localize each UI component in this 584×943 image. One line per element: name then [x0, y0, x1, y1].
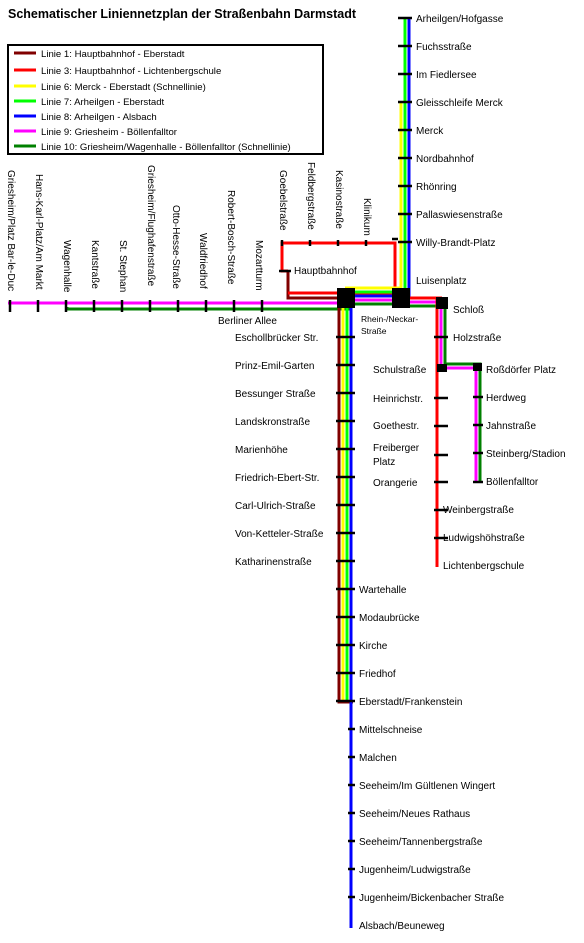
- station-label: Marienhöhe: [235, 445, 288, 456]
- station-label: Klinikum: [361, 198, 372, 236]
- interchange-schloss: [436, 297, 448, 309]
- station-label: Modaubrücke: [359, 613, 420, 624]
- station-label: Goethestr.: [373, 421, 419, 432]
- station-label: Im Fiedlersee: [416, 70, 477, 81]
- station-label: Lichtenbergschule: [443, 561, 525, 572]
- station-label: Bessunger Straße: [235, 389, 316, 400]
- station-label: Freiberger: [373, 443, 420, 454]
- station-label: Jugenheim/Bickenbacher Straße: [359, 893, 505, 904]
- station-label: Rhönring: [416, 182, 457, 193]
- station-label: Merck: [416, 126, 444, 137]
- station-label: Gleisschleife Merck: [416, 98, 504, 109]
- station-label-hauptbahnhof: Hauptbahnhof: [294, 266, 357, 277]
- station-label: Orangerie: [373, 478, 418, 489]
- station-label: Nordbahnhof: [416, 154, 474, 165]
- station-label: Prinz-Emil-Garten: [235, 361, 314, 372]
- station-label: Fuchsstraße: [416, 42, 472, 53]
- station-label: Mozartturm: [253, 240, 264, 291]
- station-label: Schulstraße: [373, 365, 427, 376]
- station-label: Seeheim/Tannenbergstraße: [359, 837, 483, 848]
- station-label: Eschollbrücker Str.: [235, 333, 318, 344]
- station-label: Goebelstraße: [277, 170, 288, 231]
- station-label: Weinbergstraße: [443, 505, 514, 516]
- station-label: St. Stephan: [117, 240, 128, 292]
- station-label: Alsbach/Beuneweg: [359, 921, 445, 932]
- station-label: Friedrich-Ebert-Str.: [235, 473, 319, 484]
- station-label: Pallaswiesenstraße: [416, 210, 503, 221]
- route-line-10-boellenfalltor: [443, 306, 482, 482]
- station-label: Herdweg: [486, 393, 526, 404]
- station-label-berliner-allee: Berliner Allee: [218, 316, 277, 327]
- station-label: Arheilgen/Hofgasse: [416, 14, 504, 25]
- station-label: Roßdörfer Platz: [486, 365, 556, 376]
- legend-label-line-10: Linie 10: Griesheim/Wagenhalle - Böllenf…: [41, 142, 291, 153]
- station-label: Griesheim/Platz Bar-le-Duc: [5, 170, 16, 291]
- legend-label-line-3: Linie 3: Hauptbahnhof - Lichtenbergschul…: [41, 66, 221, 77]
- interchange-blocks: [337, 288, 482, 372]
- station-label: Katharinenstraße: [235, 557, 312, 568]
- station-label: Böllenfalltor: [486, 477, 539, 488]
- station-label: Kantstraße: [89, 240, 100, 289]
- station-label: Jahnstraße: [486, 421, 536, 432]
- station-label: Ludwigshöhstraße: [443, 533, 525, 544]
- station-label: Eberstadt/Frankenstein: [359, 697, 462, 708]
- legend-label-line-1: Linie 1: Hauptbahnhof - Eberstadt: [41, 49, 185, 60]
- legend-frame: [7, 44, 324, 155]
- station-label: Robert-Bosch-Straße: [225, 190, 236, 285]
- station-label: Von-Ketteler-Straße: [235, 529, 324, 540]
- station-label: Carl-Ulrich-Straße: [235, 501, 316, 512]
- station-label: Otto-Hesse-Straße: [170, 205, 181, 289]
- legend-label-line-8: Linie 8: Arheilgen - Alsbach: [41, 112, 157, 123]
- station-label: Schloß: [453, 305, 484, 316]
- station-label: Seeheim/Im Gültlenen Wingert: [359, 781, 495, 792]
- station-label: Rhein-/Neckar-: [361, 314, 418, 324]
- interchange-rossdoerfer-platz: [473, 363, 482, 371]
- legend-label-line-7: Linie 7: Arheilgen - Eberstadt: [41, 97, 165, 108]
- station-label: Straße: [361, 326, 387, 336]
- legend-label-line-9: Linie 9: Griesheim - Böllenfalltor: [41, 127, 178, 138]
- station-label: Griesheim/Flughafenstraße: [145, 165, 156, 287]
- station-label: Heinrichstr.: [373, 394, 423, 405]
- station-label: Steinberg/Stadion: [486, 449, 566, 460]
- station-label: Wagenhalle: [61, 240, 72, 293]
- station-label: Feldbergstraße: [305, 162, 316, 230]
- map-title: Schematischer Liniennetzplan der Straßen…: [8, 7, 357, 21]
- station-label: Holzstraße: [453, 333, 502, 344]
- station-label: Kasinostraße: [333, 170, 344, 229]
- interchange-luisenplatz: [392, 288, 410, 308]
- station-label: Seeheim/Neues Rathaus: [359, 809, 470, 820]
- station-label: Hans-Karl-Platz/Am Markt: [33, 174, 44, 290]
- station-label: Waldfriedhof: [197, 233, 208, 289]
- station-label: Friedhof: [359, 669, 396, 680]
- station-labels: Arheilgen/Hofgasse Fuchsstraße Im Fiedle…: [5, 14, 566, 932]
- legend-label-line-6: Linie 6: Merck - Eberstadt (Schnellinie): [41, 82, 206, 93]
- legend: Linie 1: Hauptbahnhof - Eberstadt Linie …: [7, 44, 324, 155]
- station-label: Kirche: [359, 641, 388, 652]
- station-label: Mittelschneise: [359, 725, 423, 736]
- station-label: Landskronstraße: [235, 417, 310, 428]
- route-line-10-west: [65, 307, 350, 311]
- station-label: Luisenplatz: [416, 276, 467, 287]
- route-line-1-hbf: [286, 271, 345, 300]
- interchange-rhein-neckar: [337, 288, 355, 308]
- station-label: Wartehalle: [359, 585, 407, 596]
- interchange-schulstrasse: [437, 364, 447, 372]
- station-label: Platz: [373, 457, 395, 468]
- station-label: Jugenheim/Ludwigstraße: [359, 865, 471, 876]
- station-label: Willy-Brandt-Platz: [416, 238, 495, 249]
- station-ticks: [8, 16, 483, 899]
- station-label: Malchen: [359, 753, 397, 764]
